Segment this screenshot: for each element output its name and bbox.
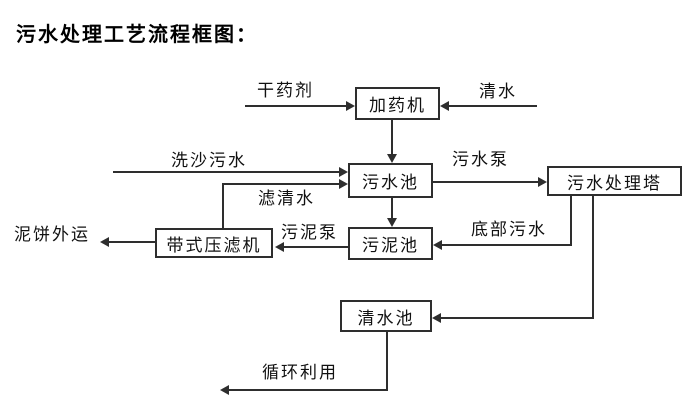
arrowhead-right-icon <box>346 101 355 111</box>
node-dosing-machine: 加药机 <box>355 87 440 120</box>
node-sewage-pool: 污水池 <box>348 163 433 198</box>
edge-label-filtered-water: 滤清水 <box>258 189 315 208</box>
edge-label-dry-agent: 干药剂 <box>257 81 314 100</box>
edge-line-sewage-to-sludge <box>391 198 393 218</box>
edge-line-bottom-sewage-horizontal <box>442 244 572 246</box>
arrowhead-left-icon <box>440 101 449 111</box>
arrowhead-right-icon <box>339 179 348 189</box>
edge-label-bottom-sewage: 底部污水 <box>471 220 547 239</box>
node-belt-filter-press-label: 带式压滤机 <box>166 235 262 255</box>
edge-label-sewage-pump: 污水泵 <box>452 150 509 169</box>
edge-label-clean-water: 清水 <box>479 82 517 101</box>
edge-line-sewage-pump <box>433 181 538 183</box>
node-clean-water-pool: 清水池 <box>340 300 432 332</box>
arrowhead-left-icon <box>220 385 229 395</box>
edge-line-dry-agent <box>245 105 346 107</box>
page-title: 污水处理工艺流程框图： <box>16 24 258 46</box>
node-sewage-pool-label: 污水池 <box>362 173 419 192</box>
arrowhead-left-icon <box>275 242 284 252</box>
node-dosing-machine-label: 加药机 <box>369 96 426 115</box>
edge-line-filtered-water-vertical <box>222 184 224 228</box>
edge-line-recycle-horizontal <box>229 389 388 391</box>
node-treatment-tower-label: 污水处理塔 <box>567 173 662 193</box>
edge-line-sludge-pump <box>284 246 348 248</box>
edge-line-tower-to-clean-vertical <box>592 196 594 318</box>
arrowhead-left-icon <box>100 237 109 247</box>
node-treatment-tower: 污水处理塔 <box>547 166 682 196</box>
edge-label-sand-washing-sewage: 洗沙污水 <box>171 151 247 170</box>
arrowhead-right-icon <box>538 177 547 187</box>
edge-line-recycle-vertical <box>386 332 388 391</box>
edge-line-mud-cake-out <box>109 241 155 243</box>
edge-label-recycle: 循环利用 <box>262 363 338 382</box>
node-belt-filter-press: 带式压滤机 <box>155 228 273 258</box>
arrowhead-down-icon <box>387 154 397 163</box>
node-sludge-pool: 污泥池 <box>348 227 433 260</box>
edge-line-bottom-sewage-vertical <box>570 196 572 246</box>
edge-label-sludge-pump: 污泥泵 <box>281 223 338 242</box>
edge-label-mud-cake-out: 泥饼外运 <box>14 225 90 244</box>
node-sludge-pool-label: 污泥池 <box>362 236 419 255</box>
arrowhead-left-icon <box>432 313 441 323</box>
edge-line-clean-water <box>449 105 537 107</box>
arrowhead-right-icon <box>339 167 348 177</box>
edge-line-sand-washing-sewage <box>113 171 339 173</box>
arrowhead-down-icon <box>387 218 397 227</box>
arrowhead-left-icon <box>433 240 442 250</box>
edge-line-tower-to-clean-horizontal <box>441 317 594 319</box>
edge-line-dosing-to-sewage <box>391 120 393 154</box>
edge-line-filtered-water-horizontal <box>222 183 339 185</box>
node-clean-water-pool-label: 清水池 <box>357 308 415 328</box>
